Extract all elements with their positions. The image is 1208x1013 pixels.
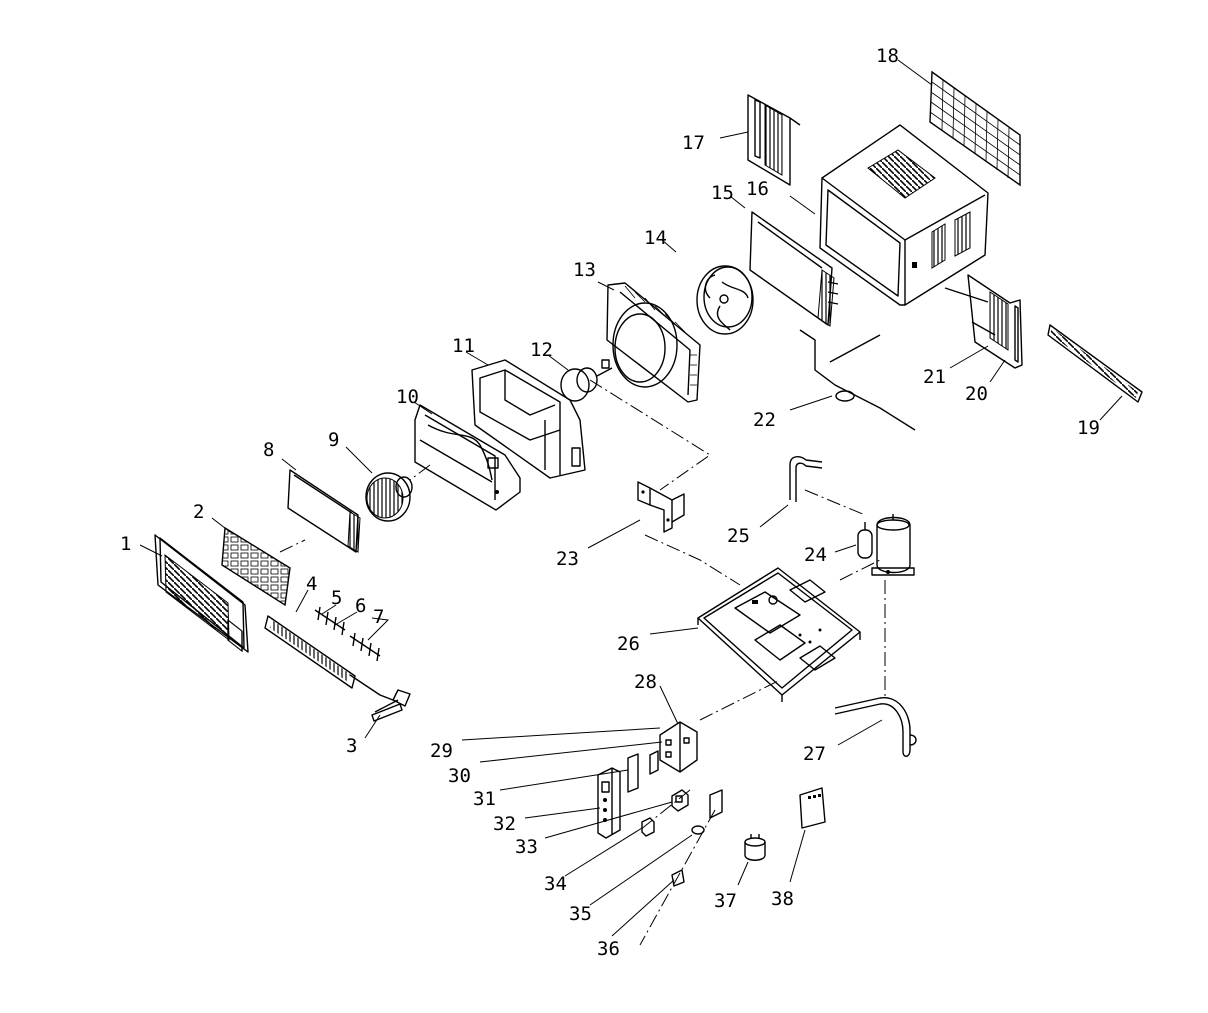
top-rail — [1047, 324, 1143, 403]
left-side-curtain — [747, 94, 801, 186]
callout-10: 10 — [396, 386, 419, 408]
switches — [641, 789, 689, 837]
assembly-lines — [279, 379, 886, 946]
callout-15: 15 — [711, 182, 734, 204]
fan-motor — [560, 359, 613, 402]
callout-33: 33 — [515, 836, 538, 858]
callout-25: 25 — [727, 525, 750, 547]
air-duct-shroud — [471, 359, 586, 479]
sensor-bracket — [671, 789, 723, 887]
callout-34: 34 — [544, 873, 567, 895]
discharge-tube — [789, 456, 823, 502]
callout-32: 32 — [493, 813, 516, 835]
callout-12: 12 — [530, 339, 553, 361]
callout-35: 35 — [569, 903, 592, 925]
callout-37: 37 — [714, 890, 737, 912]
louver-assembly — [264, 606, 411, 722]
callout-4: 4 — [306, 573, 317, 595]
compressor — [871, 514, 915, 576]
base-pan — [697, 567, 861, 702]
callout-19: 19 — [1077, 417, 1100, 439]
rear-wire-guard — [929, 70, 1021, 187]
callout-38: 38 — [771, 888, 794, 910]
callout-18: 18 — [876, 45, 899, 67]
callout-20: 20 — [965, 383, 988, 405]
motor-bracket — [637, 481, 685, 533]
blower-housing — [414, 404, 521, 511]
callout-5: 5 — [331, 587, 342, 609]
condenser-coil — [749, 211, 839, 327]
outer-cabinet — [819, 124, 989, 306]
callout-24: 24 — [804, 544, 827, 566]
callout-2: 2 — [193, 501, 204, 523]
leader-lines — [139, 59, 1123, 937]
condenser-fan-blade — [696, 265, 754, 335]
control-box — [659, 721, 698, 773]
callout-6: 6 — [355, 595, 366, 617]
callout-7: 7 — [373, 606, 384, 628]
callout-8: 8 — [263, 439, 274, 461]
air-filter — [221, 526, 291, 607]
callout-36: 36 — [597, 938, 620, 960]
callout-3: 3 — [346, 735, 357, 757]
callout-17: 17 — [682, 132, 705, 154]
run-capacitor — [744, 834, 766, 861]
callout-labels: 1 2 3 4 5 6 7 8 9 10 11 12 13 14 15 16 1… — [120, 45, 1100, 960]
suction-tube — [834, 697, 917, 757]
callout-16: 16 — [746, 178, 769, 200]
callout-22: 22 — [753, 409, 776, 431]
capillary-tube-sensor — [799, 329, 916, 431]
callout-9: 9 — [328, 429, 339, 451]
wiring-label — [799, 787, 826, 829]
callout-26: 26 — [617, 633, 640, 655]
callout-11: 11 — [452, 335, 475, 357]
callout-28: 28 — [634, 671, 657, 693]
evaporator-coil — [287, 469, 361, 553]
accumulator — [857, 522, 873, 559]
front-grille-panel — [154, 534, 249, 653]
callout-21: 21 — [923, 366, 946, 388]
callout-14: 14 — [644, 227, 667, 249]
blower-wheel — [365, 472, 413, 522]
control-plates — [627, 750, 659, 793]
callout-23: 23 — [556, 548, 579, 570]
condenser-shroud — [606, 282, 701, 403]
callout-29: 29 — [430, 740, 453, 762]
callout-13: 13 — [573, 259, 596, 281]
right-side-curtain — [944, 274, 1023, 369]
remote-control — [597, 767, 621, 839]
callout-31: 31 — [473, 788, 496, 810]
callout-1: 1 — [120, 533, 131, 555]
callout-27: 27 — [803, 743, 826, 765]
callout-30: 30 — [448, 765, 471, 787]
